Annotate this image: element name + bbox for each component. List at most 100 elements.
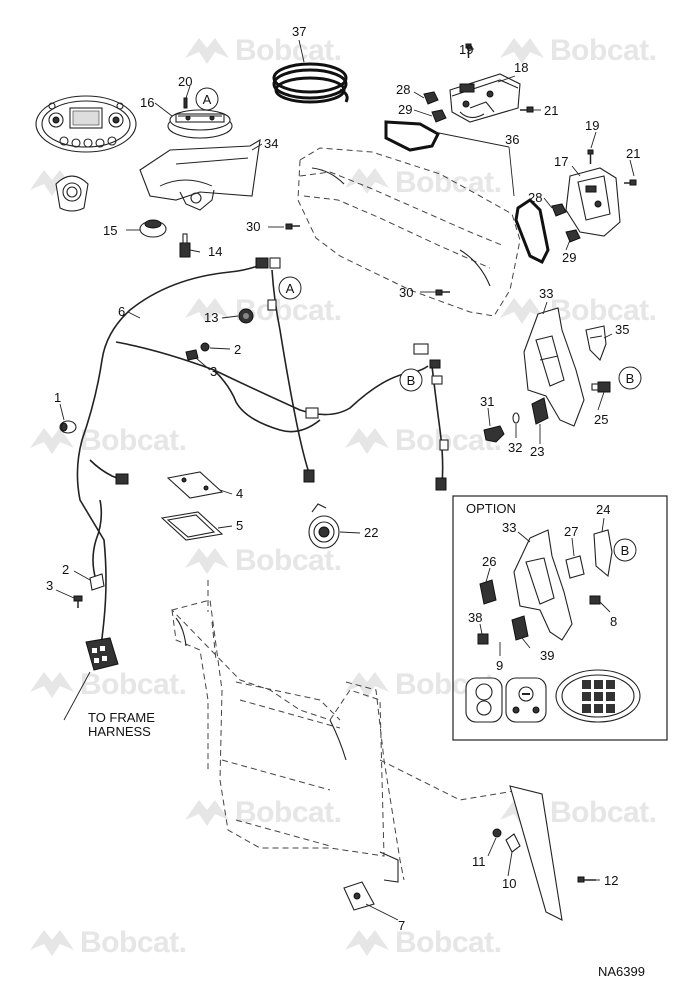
clip-29-top (431, 109, 447, 123)
watermark-layer: Bobcat. Bobcat. Bobcat. Bobcat. Bobcat. … (30, 34, 657, 959)
ref-circle-b-option: B (613, 538, 637, 562)
plug-1 (59, 420, 77, 434)
ref-label: A (203, 92, 212, 107)
callout-30: 30 (246, 219, 260, 234)
harness-connector-top (255, 257, 281, 311)
ref-circle-a-harness: A (278, 276, 302, 300)
screw-12 (577, 876, 596, 883)
option-knob-38 (477, 633, 489, 645)
control-lever-pod-33 (523, 307, 585, 427)
option-switch-panel-b (505, 677, 547, 723)
callout-6: 6 (118, 304, 125, 319)
ref-label: B (626, 371, 635, 386)
clip-29-side (565, 229, 581, 243)
ref-label: A (286, 281, 295, 296)
watermark-text: Bobcat. (550, 796, 657, 829)
callout-38: 38 (468, 610, 482, 625)
bolt-19-top (465, 43, 472, 58)
horn-22 (308, 503, 340, 549)
cover-35 (585, 325, 607, 361)
callout-23: 23 (530, 444, 544, 459)
connector-15 (139, 219, 167, 238)
option-cover-24 (593, 529, 613, 578)
callout-29: 29 (398, 102, 412, 117)
callout-25: 25 (594, 412, 608, 427)
callout-1: 1 (54, 390, 61, 405)
machine-frame (171, 580, 521, 883)
seal-loop-36-a (384, 120, 440, 152)
callout-11: 11 (472, 854, 486, 869)
option-label: OPTION (466, 501, 516, 516)
callout-28: 28 (396, 82, 410, 97)
callout-32: 32 (508, 440, 522, 455)
watermark-text: Bobcat. (235, 796, 342, 829)
harness-connector-left (115, 473, 129, 485)
callout-5: 5 (236, 518, 243, 533)
coiled-seal (272, 62, 349, 104)
key-switch-bezel (55, 175, 89, 212)
callout-19-side: 19 (585, 118, 599, 133)
dash-panel (139, 138, 261, 211)
option-switch-panel-a (465, 677, 503, 723)
grommet-13 (238, 308, 254, 324)
screw-21-side (624, 179, 637, 186)
bracket-23 (531, 397, 549, 425)
gasket-5 (160, 511, 224, 541)
callout-15: 15 (103, 223, 117, 238)
callout-18: 18 (514, 60, 528, 75)
callout-4: 4 (236, 486, 243, 501)
clip-10 (505, 833, 521, 853)
callout-37: 37 (292, 24, 306, 39)
callout-labels: 37 19 18 28 29 21 20 16 34 15 14 36 19 2… (46, 24, 640, 933)
callout-34: 34 (264, 136, 278, 151)
callout-30-lower: 30 (399, 285, 413, 300)
option-switch-8 (589, 595, 601, 605)
bolt-19-side (587, 149, 594, 164)
connector-14 (179, 233, 191, 258)
callout-2: 2 (234, 342, 241, 357)
callout-22: 22 (364, 525, 378, 540)
watermark-text: Bobcat. (80, 668, 187, 701)
screw-21-top (520, 106, 534, 113)
watermark-text: Bobcat. (80, 424, 187, 457)
clip-28-top (423, 91, 439, 105)
callout-13: 13 (204, 310, 218, 325)
callout-19: 19 (459, 42, 473, 57)
callout-20: 20 (178, 74, 192, 89)
harness-note-line1: TO FRAME (88, 710, 155, 725)
option-bracket-26 (479, 579, 497, 605)
callout-17: 17 (554, 154, 568, 169)
lever-31 (483, 425, 505, 443)
callout-33: 33 (539, 286, 553, 301)
leader-lines (55, 39, 635, 921)
callout-31: 31 (480, 394, 494, 409)
clip-28-side (551, 203, 567, 217)
seal-loop-36-b (514, 198, 550, 265)
figure-id: NA6399 (598, 964, 645, 979)
callout-2-lower: 2 (62, 562, 69, 577)
callout-28-side: 28 (528, 190, 542, 205)
callout-24: 24 (596, 502, 610, 517)
watermark-text: Bobcat. (235, 544, 342, 577)
watermark-text: Bobcat. (80, 926, 187, 959)
callout-36: 36 (505, 132, 519, 147)
clip-2-lower (89, 573, 105, 591)
callout-3-lower: 3 (46, 578, 53, 593)
harness-note-line2: HARNESS (88, 724, 151, 739)
watermark-text: Bobcat. (395, 926, 502, 959)
cover-plate-4 (166, 471, 224, 499)
option-box (452, 495, 668, 741)
option-bracket-39 (511, 615, 529, 641)
screw-30-lower (435, 289, 450, 296)
callout-7: 7 (398, 918, 405, 933)
switch-25 (591, 381, 611, 393)
plate-7 (343, 881, 375, 911)
cluster-holder (167, 97, 233, 139)
frame-harness-connector (85, 637, 119, 671)
side-console-17 (565, 167, 621, 237)
callout-21: 21 (544, 103, 558, 118)
option-bracket-27 (565, 555, 585, 579)
nut-2-upper (200, 342, 210, 352)
bolt-3-lower (73, 595, 83, 608)
